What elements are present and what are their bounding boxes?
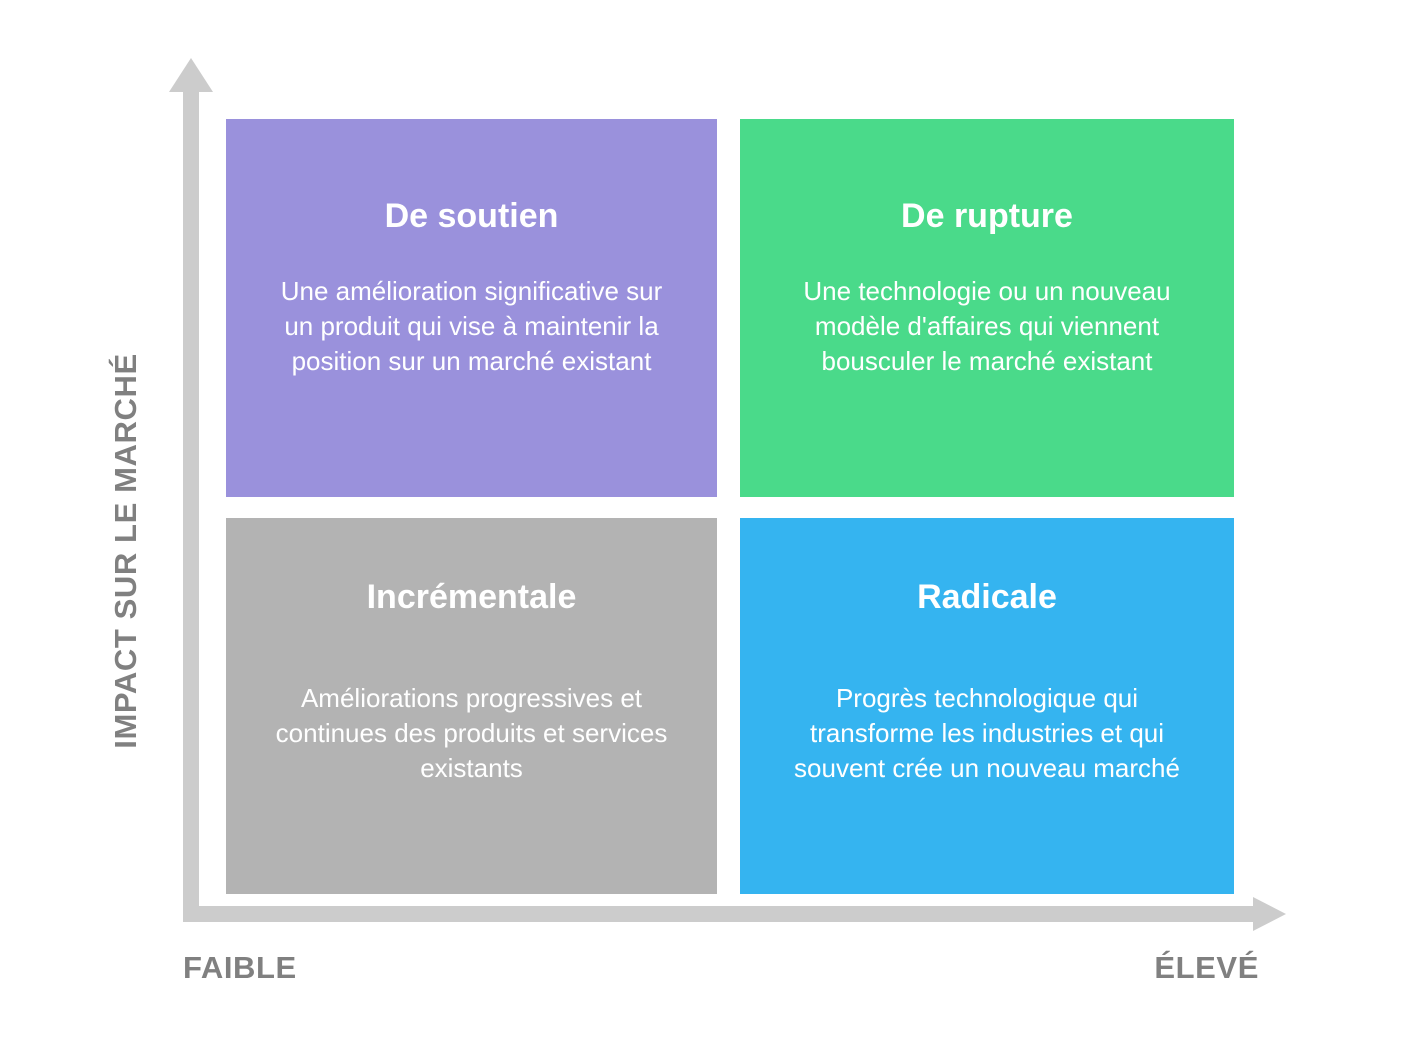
y-axis-arrowhead-icon (169, 58, 213, 92)
quadrant-title: Radicale (917, 578, 1057, 616)
quadrant-grid: De soutien Une amélioration significativ… (226, 119, 1234, 894)
quadrant-title: De soutien (384, 197, 559, 235)
x-axis-label-low: FAIBLE (183, 950, 297, 985)
y-axis-line (183, 88, 199, 922)
quadrant-incrementale[interactable]: Incrémentale Améliorations progressives … (226, 518, 717, 894)
quadrant-de-soutien[interactable]: De soutien Une amélioration significativ… (226, 119, 717, 497)
quadrant-radicale[interactable]: Radicale Progrès technologique qui trans… (740, 518, 1234, 894)
quadrant-description: Une technologie ou un nouveau modèle d'a… (803, 275, 1171, 376)
quadrant-description: Progrès technologique qui transforme les… (794, 682, 1180, 783)
quadrant-title: Incrémentale (366, 578, 577, 616)
quadrant-title: De rupture (901, 197, 1073, 235)
y-axis-label: IMPACT SUR LE MARCHÉ (108, 353, 143, 749)
x-axis-label-high: ÉLEVÉ (1154, 950, 1259, 985)
quadrant-de-rupture[interactable]: De rupture Une technologie ou un nouveau… (740, 119, 1234, 497)
quadrant-description: Améliorations progressives et continues … (275, 682, 668, 783)
x-axis-arrowhead-icon (1253, 897, 1286, 931)
x-axis-line (183, 906, 1259, 922)
quadrant-description: Une amélioration significative sur un pr… (280, 275, 663, 376)
